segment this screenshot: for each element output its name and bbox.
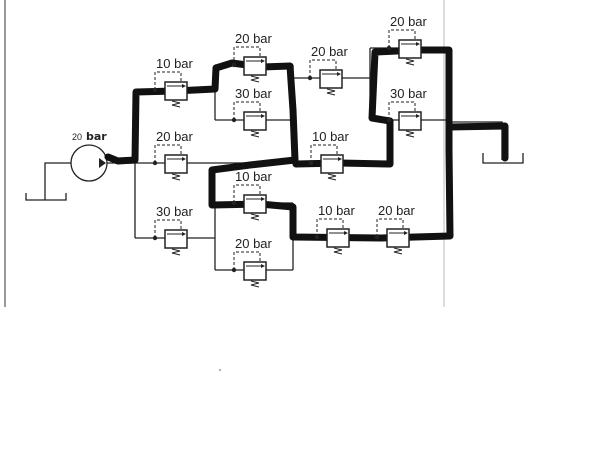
pilot-line [309, 59, 337, 78]
spring-icon [327, 173, 337, 181]
valve-body-icon [164, 81, 188, 101]
relief-valve-v7: 20 bar [231, 236, 273, 288]
spring-icon [171, 100, 181, 108]
spring-icon [405, 130, 415, 138]
stray-dot [219, 369, 221, 371]
relief-valve-v8: 20 bar [307, 44, 349, 96]
pilot-line [233, 46, 261, 65]
relief-valve-v12: 10 bar [314, 203, 356, 255]
spring-icon [326, 88, 336, 96]
valve-body-icon [164, 229, 188, 249]
spring-icon [250, 280, 260, 288]
valve-pressure-label: 20 bar [311, 44, 349, 59]
valve-pressure-label: 20 bar [390, 14, 428, 29]
valve-body-icon [319, 69, 343, 89]
highlighted-flow-path [104, 46, 509, 242]
spring-icon [171, 248, 181, 256]
pilot-line [154, 71, 182, 90]
valve-pressure-label: 30 bar [156, 204, 194, 219]
pilot-line [154, 219, 182, 238]
valve-pressure-label: 20 bar [378, 203, 416, 218]
valve-pressure-label: 30 bar [235, 86, 273, 101]
pump: 20 bar [70, 130, 108, 182]
relief-valve-v2: 20 bar [231, 31, 273, 83]
pilot-line [233, 184, 261, 203]
pilot-line [388, 101, 416, 120]
relief-valve-v3: 30 bar [231, 86, 273, 138]
valve-body-icon [326, 228, 350, 248]
valve-body-icon [243, 111, 267, 131]
valve-body-icon [243, 56, 267, 76]
pilot-line [388, 29, 416, 48]
valve-body-icon [398, 39, 422, 59]
valve-pressure-label: 10 bar [312, 129, 350, 144]
valve-pressure-label: 10 bar [235, 169, 273, 184]
valve-pressure-label: 20 bar [235, 31, 273, 46]
pilot-line [316, 218, 344, 237]
valve-body-icon [386, 228, 410, 248]
valve-body-icon [398, 111, 422, 131]
valve-pressure-label: 10 bar [156, 56, 194, 71]
spring-icon [250, 75, 260, 83]
valve-body-icon [243, 194, 267, 214]
valve-pressure-label: 10 bar [318, 203, 356, 218]
valve-pressure-label: 30 bar [390, 86, 428, 101]
pilot-line [154, 144, 182, 163]
tank-right [482, 153, 524, 164]
pilot-line [233, 251, 261, 270]
pilot-line [310, 144, 338, 163]
spring-icon [171, 173, 181, 181]
relief-valve-v10: 20 bar [386, 14, 428, 66]
pilot-line [233, 101, 261, 120]
relief-valves: 10 bar 20 bar 30 bar 20 bar 10 bar 30 bar 20 b… [152, 14, 428, 288]
tank-left [25, 162, 71, 201]
spring-icon [405, 58, 415, 66]
valve-pressure-label: 20 bar [156, 129, 194, 144]
valve-body-icon [243, 261, 267, 281]
relief-valve-v11: 30 bar [386, 86, 428, 138]
spring-icon [250, 213, 260, 221]
valve-body-icon [164, 154, 188, 174]
relief-valve-v1: 10 bar [152, 56, 194, 108]
pilot-line [376, 218, 404, 237]
valve-pressure-label: 20 bar [235, 236, 273, 251]
pump-pressure-unit: bar [86, 130, 107, 143]
spring-icon [393, 247, 403, 255]
spring-icon [333, 247, 343, 255]
relief-valve-v5: 10 bar [231, 169, 273, 221]
relief-valve-v4: 20 bar [152, 129, 194, 181]
spring-icon [250, 130, 260, 138]
relief-valve-v6: 30 bar [152, 204, 194, 256]
relief-valve-v9: 10 bar [308, 129, 350, 181]
relief-valve-v13: 20 bar [374, 203, 416, 255]
valve-body-icon [320, 154, 344, 174]
pump-pressure-value: 20 [72, 132, 82, 142]
